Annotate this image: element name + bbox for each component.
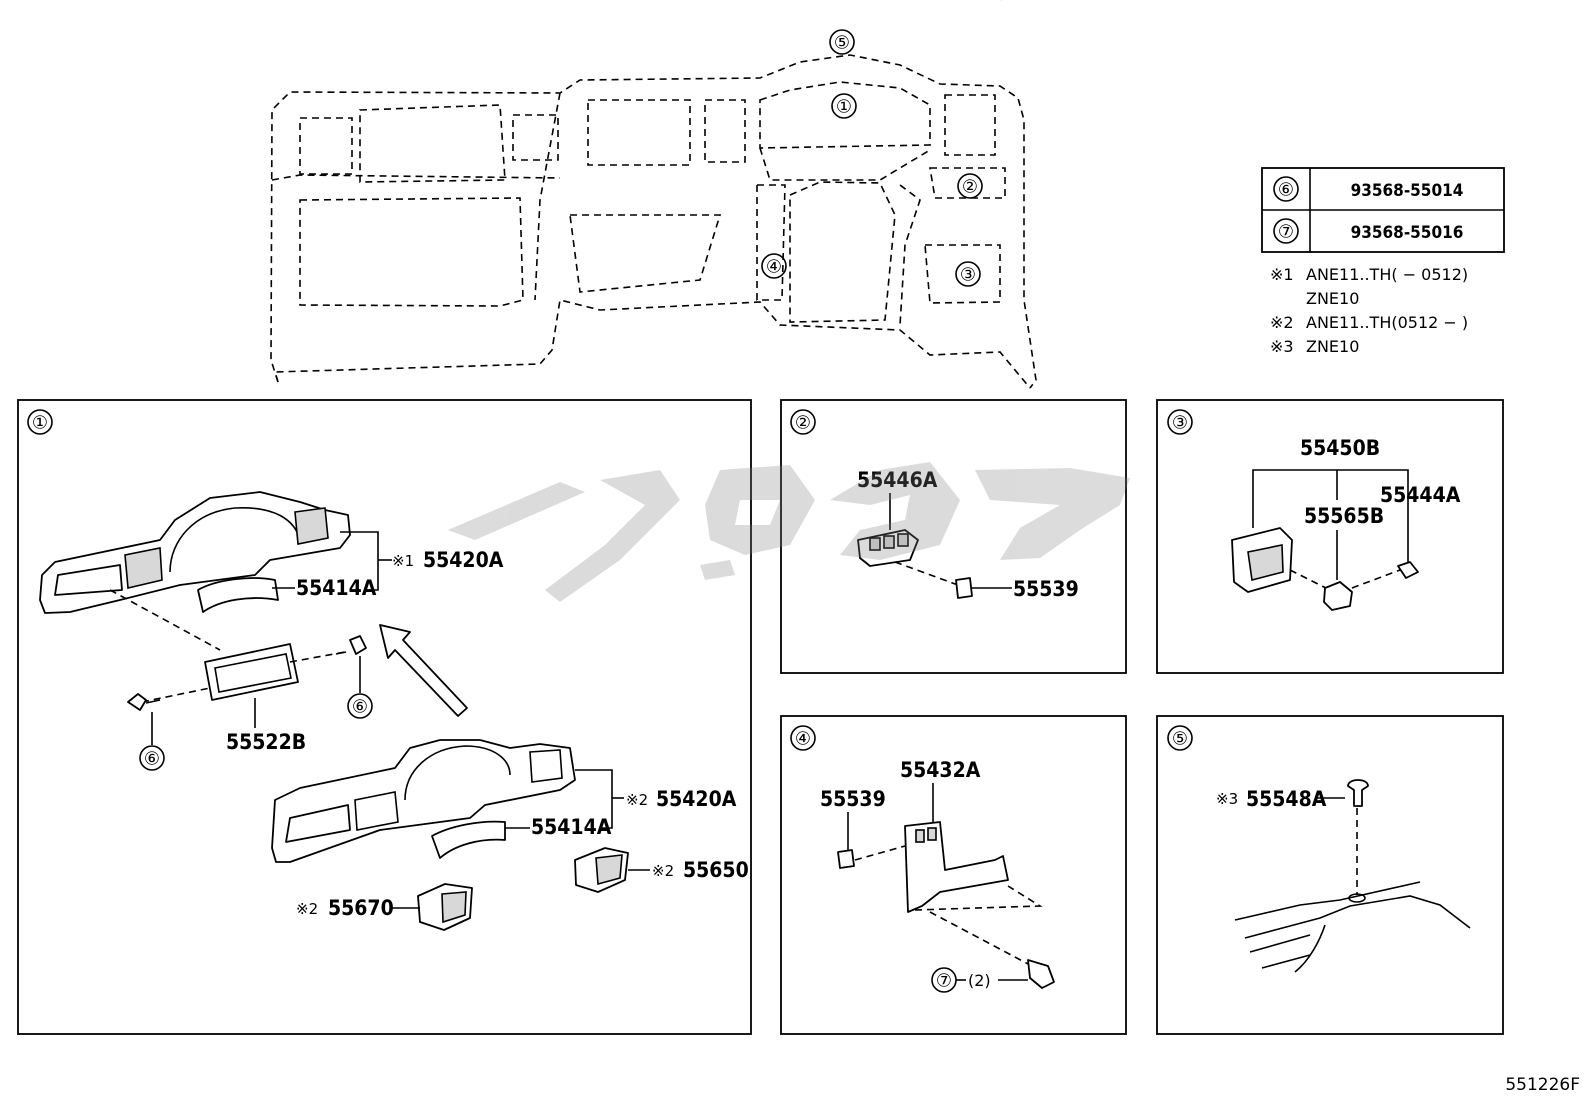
svg-text:55650: 55650 — [683, 858, 749, 882]
screw-icon — [1027, 959, 1055, 989]
note-mark: ※3 — [1270, 337, 1294, 356]
clip-55539 — [837, 849, 855, 869]
clip-55539 — [955, 577, 973, 599]
note-mark: ※1 — [1270, 265, 1294, 284]
svg-text:55420A: 55420A — [656, 787, 737, 811]
center-panel-55522b — [204, 643, 299, 701]
svg-text:※1: ※1 — [392, 552, 414, 570]
svg-text:یدکی: یدکی — [1000, 0, 1003, 2]
panel-3: ③ 55450B 55565B 55444A — [1156, 399, 1504, 674]
air-vent-55670 — [417, 883, 473, 931]
svg-text:⑦: ⑦ — [936, 971, 952, 992]
panel-2: ② 55446A 55539 — [780, 399, 1127, 674]
panel-5: ⑤ ※3 55548A — [1156, 715, 1504, 1035]
svg-text:⑥: ⑥ — [352, 697, 368, 718]
svg-text:※2: ※2 — [296, 900, 318, 918]
callout-1: ① — [831, 93, 857, 119]
svg-text:(2): (2) — [968, 971, 991, 990]
svg-text:⑥: ⑥ — [144, 749, 160, 770]
pocket-insert-55565b — [1323, 581, 1353, 611]
panel-4: ④ 55432A 55539 ⑦ (2) — [780, 715, 1127, 1035]
svg-text:55414A: 55414A — [296, 576, 377, 600]
svg-text:①: ① — [836, 97, 852, 118]
panel-ref: ④ — [795, 729, 811, 750]
svg-text:⑥: ⑥ — [1278, 180, 1294, 201]
svg-text:55539: 55539 — [820, 787, 886, 811]
svg-text:55565B: 55565B — [1304, 504, 1384, 528]
svg-text:55450B: 55450B — [1300, 436, 1380, 460]
cluster-bezel-lower — [271, 739, 576, 863]
column-cover-55432a — [904, 821, 1009, 913]
svg-text:※2: ※2 — [652, 862, 674, 880]
svg-text:55670: 55670 — [328, 896, 394, 920]
panel-ref: ⑤ — [1172, 729, 1188, 750]
note-text: ANE11..TH( − 0512) — [1306, 265, 1468, 284]
panel-1: ① ※1 55420A 55414A 55522B — [17, 399, 752, 1035]
direction-arrow-icon — [379, 624, 468, 717]
table-row: ⑥ 93568-55014 — [1273, 176, 1464, 202]
svg-text:55444A: 55444A — [1380, 483, 1461, 507]
clip-55548a — [1347, 779, 1369, 807]
screw-icon — [127, 693, 161, 711]
svg-text:55414A: 55414A — [531, 815, 612, 839]
clip-55444a — [1397, 561, 1419, 579]
note-text: ANE11..TH(0512 − ) — [1306, 313, 1468, 332]
panel-ref: ② — [795, 413, 811, 434]
parts-table: ⑥ 93568-55014 ⑦ 93568-55016 — [1261, 167, 1505, 253]
callout-5: ⑤ — [829, 29, 855, 55]
svg-text:④: ④ — [766, 257, 782, 278]
svg-text:⑤: ⑤ — [834, 33, 850, 54]
svg-text:93568-55016: 93568-55016 — [1351, 223, 1464, 243]
callout-3: ③ — [955, 261, 981, 287]
note-text: ZNE10 — [1306, 289, 1359, 308]
diagram-code: 551226F — [1505, 1075, 1580, 1095]
notes: ※1 ANE11..TH( − 0512) ZNE10 ※2 ANE11..TH… — [1270, 265, 1468, 356]
svg-text:55522B: 55522B — [226, 730, 306, 754]
callout-4: ④ — [761, 253, 787, 279]
callout-2: ② — [957, 173, 983, 199]
air-vent-55650 — [574, 847, 629, 893]
note-text: ZNE10 — [1306, 337, 1359, 356]
svg-text:93568-55014: 93568-55014 — [1351, 181, 1464, 201]
svg-text:③: ③ — [960, 265, 976, 286]
svg-text:※3: ※3 — [1216, 790, 1238, 808]
pocket-box-55450b — [1231, 527, 1293, 593]
switch-bezel-55446a — [857, 529, 919, 567]
cluster-bezel-upper — [39, 491, 351, 614]
svg-text:55432A: 55432A — [900, 758, 981, 782]
svg-text:②: ② — [962, 177, 978, 198]
watermark-logo: یدکی — [448, 0, 1130, 602]
svg-text:55539: 55539 — [1013, 577, 1079, 601]
svg-text:※2: ※2 — [626, 791, 648, 809]
svg-text:⑦: ⑦ — [1278, 222, 1294, 243]
panel-ref: ③ — [1172, 413, 1188, 434]
screw-icon — [335, 635, 367, 655]
svg-text:55420A: 55420A — [423, 548, 504, 572]
panel-ref: ① — [32, 413, 48, 434]
table-row: ⑦ 93568-55016 — [1273, 218, 1464, 244]
svg-text:55548A: 55548A — [1246, 787, 1327, 811]
note-mark: ※2 — [1270, 313, 1294, 332]
dashboard-overview: ⑤ ① ② ③ ④ — [270, 29, 1037, 389]
svg-text:55446A: 55446A — [857, 468, 938, 492]
